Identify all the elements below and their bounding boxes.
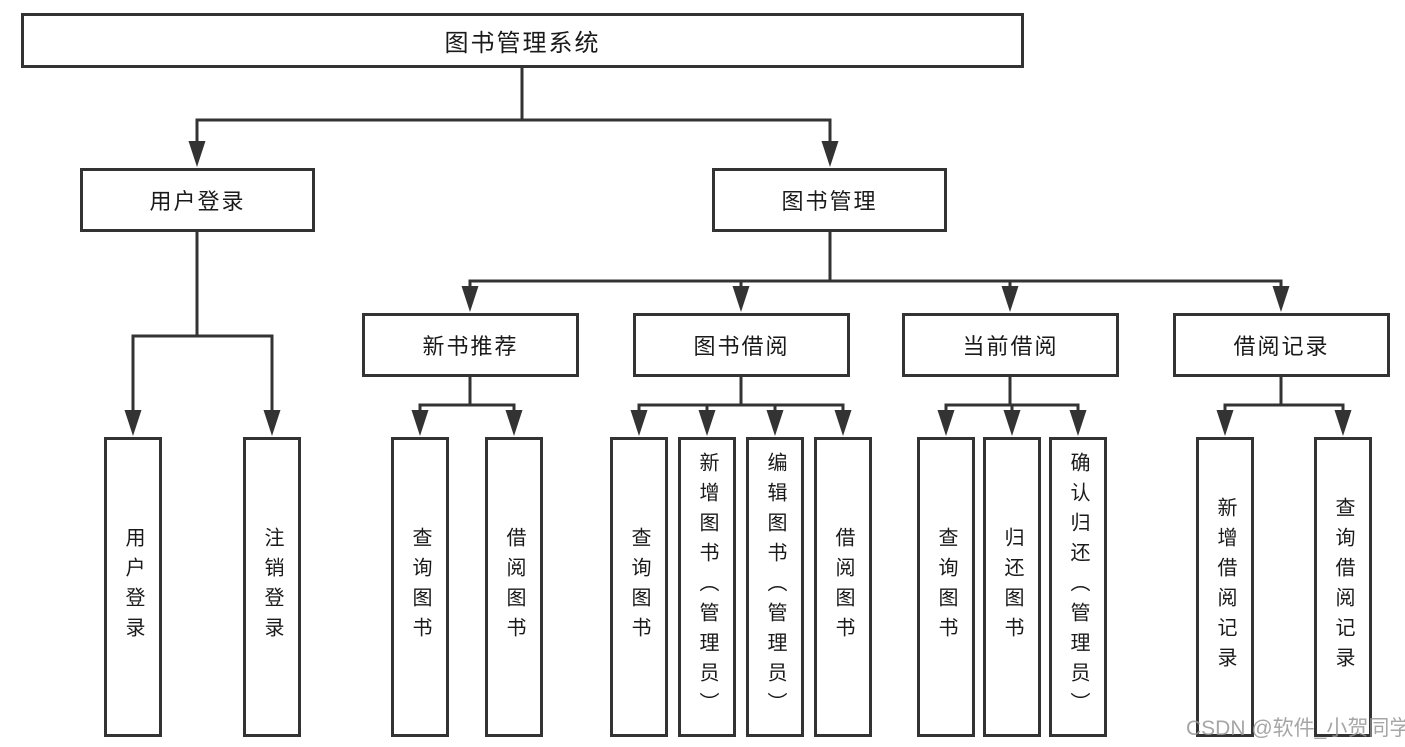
leaf-bb-add-books-admin-label: 新增图书（管理员） xyxy=(696,452,718,722)
leaf-br-add-record-label: 新增借阅记录 xyxy=(1214,497,1236,677)
leaf-nbr-borrow-books-label: 借阅图书 xyxy=(503,527,525,647)
leaf-br-add-record: 新增借阅记录 xyxy=(1196,437,1254,737)
leaf-nbr-search-books: 查询图书 xyxy=(391,437,449,737)
leaf-cb-confirm-return-admin-label: 确认归还（管理员） xyxy=(1067,452,1089,722)
leaf-user-login: 用户登录 xyxy=(104,437,162,737)
leaf-bb-add-books-admin: 新增图书（管理员） xyxy=(678,437,736,737)
leaf-bb-edit-books-admin-label: 编辑图书（管理员） xyxy=(764,452,786,722)
node-user-login: 用户登录 xyxy=(80,168,315,232)
node-book-borrowing: 图书借阅 xyxy=(633,313,850,377)
node-borrowing-records-label: 借阅记录 xyxy=(1233,334,1330,359)
node-new-book-recommendation: 新书推荐 xyxy=(362,313,579,377)
node-user-login-label: 用户登录 xyxy=(149,189,246,214)
node-borrowing-records: 借阅记录 xyxy=(1173,313,1390,377)
node-book-borrowing-label: 图书借阅 xyxy=(693,334,790,359)
leaf-cb-return-books-label: 归还图书 xyxy=(1001,527,1023,647)
leaf-nbr-borrow-books: 借阅图书 xyxy=(485,437,543,737)
node-root-library-system: 图书管理系统 xyxy=(21,13,1024,68)
leaf-logout-login-label: 注销登录 xyxy=(261,527,283,647)
node-book-management-label: 图书管理 xyxy=(781,189,878,214)
leaf-bb-edit-books-admin: 编辑图书（管理员） xyxy=(746,437,804,737)
leaf-logout-login: 注销登录 xyxy=(243,437,301,737)
leaf-cb-search-books-label: 查询图书 xyxy=(935,527,957,647)
node-current-borrowing-label: 当前借阅 xyxy=(962,334,1059,359)
leaf-nbr-search-books-label: 查询图书 xyxy=(409,527,431,647)
leaf-bb-borrow-books-label: 借阅图书 xyxy=(832,527,854,647)
leaf-br-search-record-label: 查询借阅记录 xyxy=(1332,497,1354,677)
leaf-bb-borrow-books: 借阅图书 xyxy=(814,437,872,737)
csdn-watermark: CSDN @软件_小贺同学 xyxy=(1186,717,1405,740)
node-root-label: 图书管理系统 xyxy=(444,30,601,57)
node-new-book-recommendation-label: 新书推荐 xyxy=(422,334,519,359)
leaf-br-search-record: 查询借阅记录 xyxy=(1314,437,1372,737)
leaf-user-login-label: 用户登录 xyxy=(122,527,144,647)
leaf-bb-search-books: 查询图书 xyxy=(610,437,668,737)
leaf-cb-confirm-return-admin: 确认归还（管理员） xyxy=(1049,437,1107,737)
leaf-cb-search-books: 查询图书 xyxy=(917,437,975,737)
leaf-bb-search-books-label: 查询图书 xyxy=(628,527,650,647)
leaf-cb-return-books: 归还图书 xyxy=(983,437,1041,737)
node-book-management: 图书管理 xyxy=(712,168,947,232)
node-current-borrowing: 当前借阅 xyxy=(902,313,1119,377)
